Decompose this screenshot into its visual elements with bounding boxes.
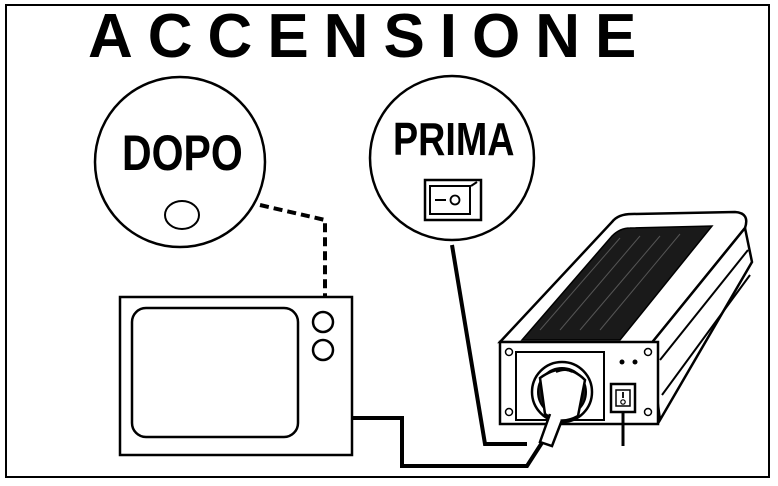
inverter-power-switch-icon: [609, 382, 637, 414]
diagram-title: ACCENSIONE: [88, 2, 652, 71]
tv-knob-top-icon: [311, 310, 335, 334]
tv-screen: [130, 306, 300, 439]
inverter: [497, 210, 754, 448]
dopo-bubble: [93, 75, 267, 249]
tv-knob-bottom-icon: [311, 338, 335, 362]
dopo-label: DOPO: [122, 125, 243, 181]
screw-icon: [504, 347, 514, 357]
dopo-leader-line: [259, 203, 327, 298]
prima-leader-line: [450, 244, 527, 446]
rocker-switch-icon: [423, 178, 483, 222]
television: [118, 295, 354, 457]
led-indicator-icon: [632, 359, 638, 365]
prima-label: PRIMA: [393, 113, 515, 165]
screw-icon: [643, 407, 653, 417]
screw-icon: [504, 407, 514, 417]
prima-bubble: [368, 74, 536, 242]
tv-power-led-icon: [164, 200, 200, 230]
power-cable: [352, 416, 547, 468]
outlet-with-plug-icon: [530, 360, 594, 448]
screw-icon: [643, 347, 653, 357]
led-indicator-icon: [619, 359, 625, 365]
